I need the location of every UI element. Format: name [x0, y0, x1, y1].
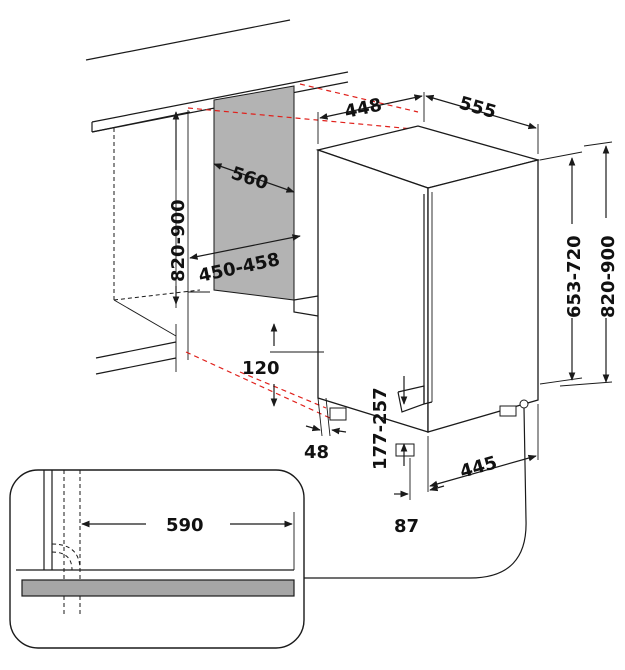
detail-callout: [9, 407, 527, 649]
dim-plinth-offset: [305, 397, 347, 437]
label-appliance-height: 653-720: [564, 235, 585, 318]
dim-width-top: [425, 94, 539, 154]
label-width-top: 555: [457, 93, 499, 124]
dim-niche-width: [213, 163, 295, 193]
label-detail-width: 590: [166, 515, 204, 536]
label-foot-offset: 87: [394, 516, 419, 537]
dim-niche-depth: [189, 234, 301, 260]
label-foot-height: 177-257: [370, 387, 391, 470]
label-niche-height: 820-900: [168, 199, 189, 282]
dim-depth-top: [317, 92, 425, 144]
label-depth-top: 448: [343, 95, 384, 123]
plinth-outline: [95, 292, 189, 375]
left-cabinet-outline[interactable]: [113, 110, 210, 308]
dim-base-depth: [427, 404, 539, 492]
dim-total-height: [559, 141, 613, 387]
dishwasher-body: [315, 125, 541, 433]
dim-appliance-height: [539, 151, 583, 385]
dim-foot-offset: [394, 458, 445, 500]
label-plinth-offset: 48: [304, 442, 329, 463]
label-plinth-height: 120: [242, 358, 280, 379]
dim-plinth-height: [270, 323, 324, 407]
niche-back-panel: [213, 85, 319, 317]
label-total-height: 820-900: [598, 235, 619, 318]
label-base-depth: 445: [458, 452, 500, 483]
